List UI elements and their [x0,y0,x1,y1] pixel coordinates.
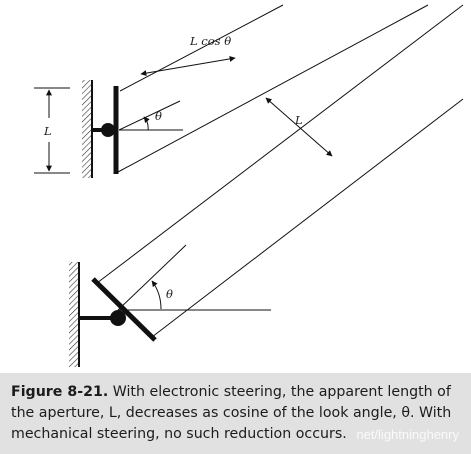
top-beam-edge-lower [117,4,429,173]
L-diag-arrow [265,97,333,157]
figure-caption: Figure 8-21. With electronic steering, t… [0,373,471,454]
bottom-theta-arc [151,280,162,310]
theta-top-label: θ [155,109,162,123]
electronic-steering-group: L cos θ θ L [34,4,429,178]
mechanical-steering-group: θ [69,4,464,367]
aperture-length-dimension: L [265,97,333,157]
bottom-look-direction [117,244,187,311]
caption-paragraph: Figure 8-21. With electronic steering, t… [11,382,461,445]
watermark-text: net/lightninghenry [356,427,459,442]
caption-text: With electronic steering, the apparent l… [11,384,452,442]
caption-label: Figure 8-21. [11,384,109,400]
top-pivot [101,123,115,137]
L-left-label: L [43,124,52,138]
L-diag-label: L [294,113,303,127]
theta-bottom-label: θ [166,287,173,301]
top-beam-edge-upper [119,4,284,92]
bottom-wall-hatch [69,262,79,367]
bottom-beam-edge-lower [151,98,464,338]
bottom-beam-edge-upper [96,4,464,284]
top-wall-hatch [82,80,92,178]
bottom-pivot [110,310,126,326]
steering-diagram: L cos θ θ L L θ [34,4,464,367]
top-theta-arc [143,116,150,131]
top-look-direction [118,100,181,131]
lcos-label: L cos θ [189,34,231,48]
lcos-dimension-arrow [140,55,236,77]
